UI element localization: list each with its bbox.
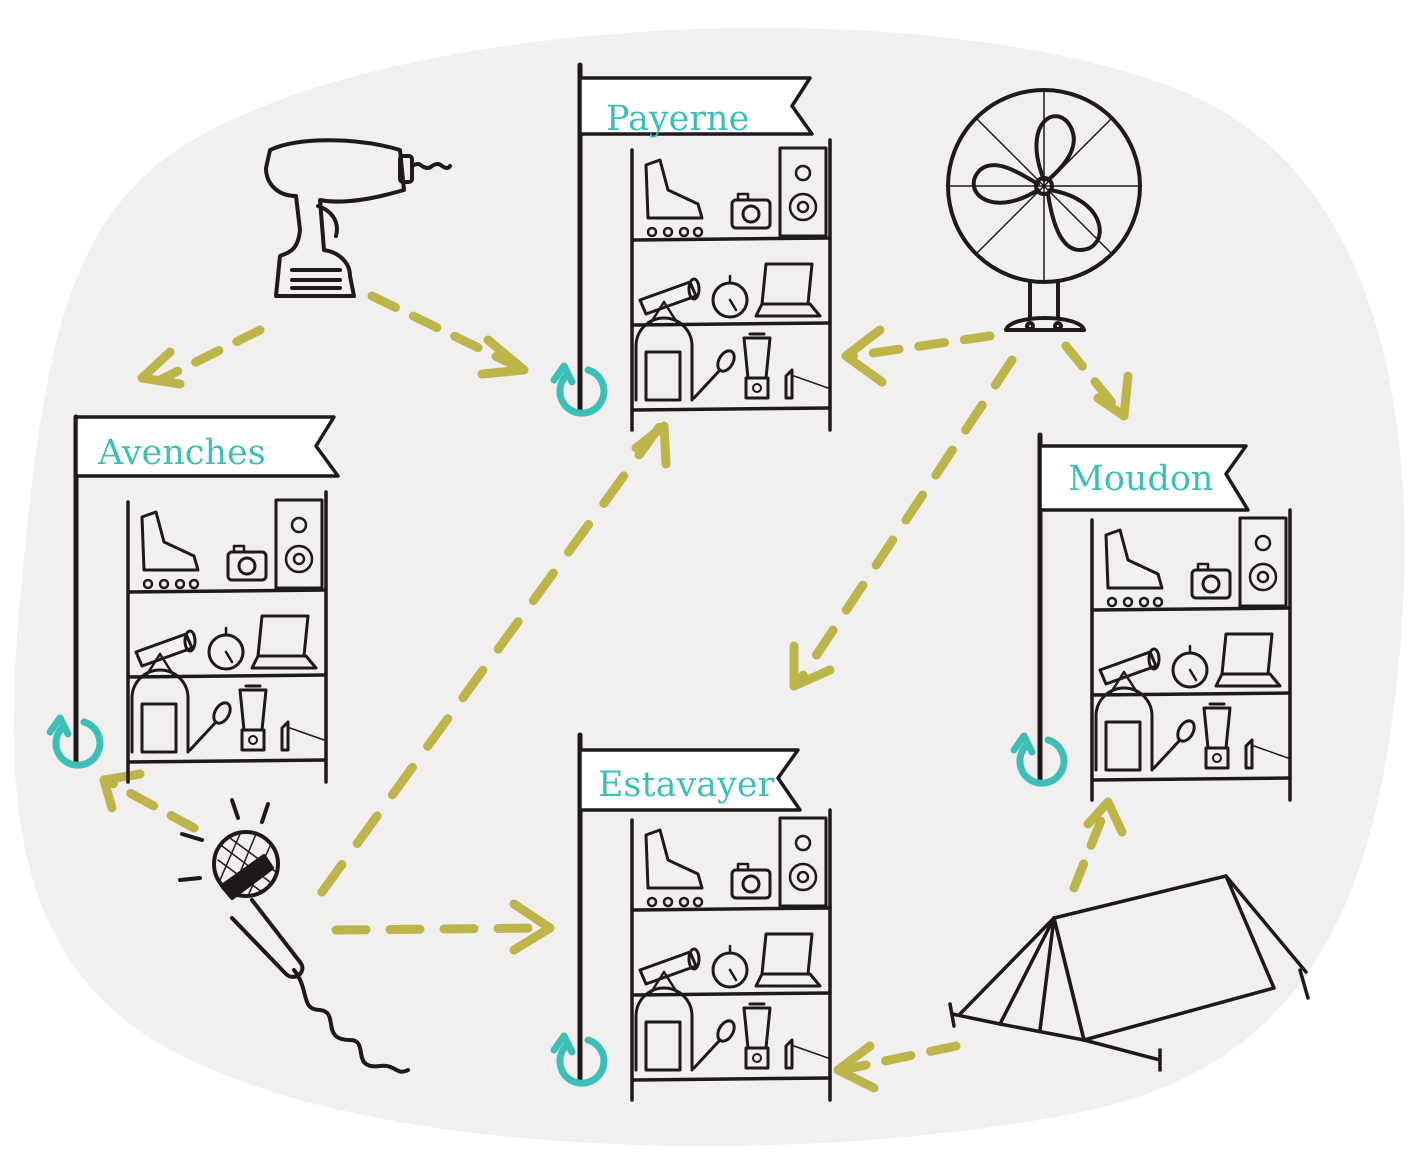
station-label: Moudon [1068,459,1213,499]
station-label: Estavayer [598,765,775,805]
station-label: Payerne [606,99,749,139]
background-blob [14,28,1405,1146]
station-label: Avenches [97,433,266,473]
